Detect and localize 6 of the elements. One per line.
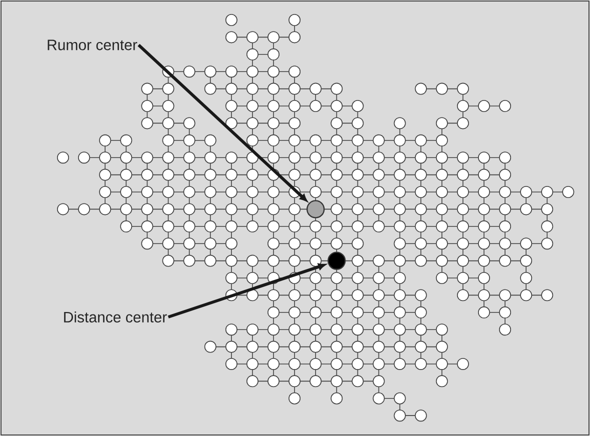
node-label: Distance center — [64, 311, 167, 322]
center-dot — [306, 200, 325, 218]
arrow — [168, 263, 326, 318]
arrow — [138, 44, 308, 202]
node-label: Rumor center — [48, 40, 138, 50]
center-dot — [328, 252, 346, 270]
